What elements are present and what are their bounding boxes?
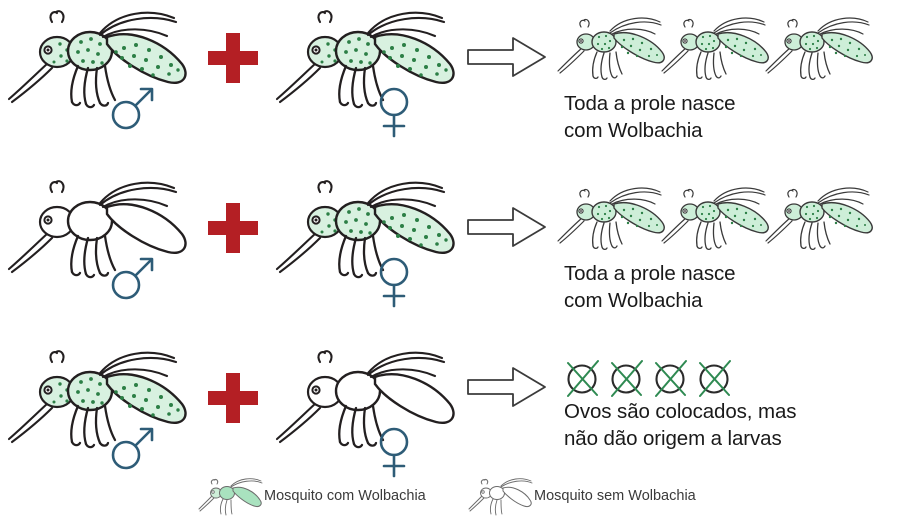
mosquito-illustration	[7, 10, 187, 109]
arrow-right-icon	[467, 37, 546, 77]
plus-sign-row-1	[205, 30, 261, 86]
parent-female-row-2	[272, 176, 472, 281]
caption-line-1: Toda a prole nasce	[564, 262, 736, 285]
result-caption-row-3: Ovos são colocados, mas não dão origem a…	[564, 398, 797, 452]
offspring-mosquito	[765, 187, 873, 251]
result-arrow-row-1	[466, 36, 548, 78]
offspring-mosquitoes	[557, 17, 873, 81]
male-symbol-icon	[111, 257, 154, 300]
offspring-group-row-2	[556, 184, 873, 256]
sex-symbol-female-row-2	[374, 256, 414, 310]
result-arrow-row-3	[466, 366, 548, 408]
plus-sign-row-3	[205, 370, 261, 426]
parent-male-row-1	[4, 6, 204, 111]
female-symbol-icon	[379, 257, 409, 308]
mosquito-with-wolbachia-icon	[198, 478, 263, 516]
offspring-mosquito	[661, 17, 769, 81]
legend-item-without-wolbachia: Mosquito sem Wolbachia	[468, 476, 696, 516]
cross-row-3: Ovos são colocados, mas não dão origem a…	[0, 340, 900, 518]
offspring-mosquitoes	[557, 187, 873, 251]
sex-symbol-female-row-1	[374, 86, 414, 140]
cross-row-2: Toda a prole nasce com Wolbachia	[0, 170, 900, 340]
mosquito-without-wolbachia-icon	[468, 478, 533, 516]
plus-icon	[208, 373, 258, 423]
mosquito-illustration	[275, 10, 455, 109]
mosquito-illustration	[275, 350, 455, 449]
legend: Mosquito com Wolbachia M	[0, 476, 900, 518]
offspring-group-row-1	[556, 14, 873, 86]
mosquito-illustration	[275, 180, 455, 279]
arrow-right-icon	[467, 367, 546, 407]
sex-symbol-female-row-3	[374, 426, 414, 480]
crossed-egg	[611, 360, 643, 397]
crossed-egg	[655, 360, 687, 397]
plus-icon	[208, 33, 258, 83]
crossed-egg	[699, 360, 731, 397]
legend-item-with-wolbachia: Mosquito com Wolbachia	[198, 476, 426, 516]
caption-line-1: Ovos são colocados, mas	[564, 400, 797, 423]
nonviable-eggs-group	[566, 358, 746, 402]
female-symbol-icon	[379, 427, 409, 478]
male-symbol-icon	[111, 87, 154, 130]
crossed-eggs	[567, 360, 731, 397]
caption-line-2: não dão origem a larvas	[564, 427, 782, 450]
offspring-mosquito	[557, 187, 665, 251]
caption-line-2: com Wolbachia	[564, 289, 703, 312]
parent-female-row-3	[272, 346, 472, 451]
crossed-egg	[567, 360, 599, 397]
legend-label: Mosquito sem Wolbachia	[534, 488, 696, 504]
sex-symbol-male-row-3	[108, 424, 160, 474]
result-arrow-row-2	[466, 206, 548, 248]
plus-sign-row-2	[205, 200, 261, 256]
caption-line-1: Toda a prole nasce	[564, 92, 736, 115]
arrow-right-icon	[467, 207, 546, 247]
result-caption-row-1: Toda a prole nasce com Wolbachia	[564, 90, 736, 144]
plus-icon	[208, 203, 258, 253]
sex-symbol-male-row-1	[108, 84, 160, 134]
legend-label: Mosquito com Wolbachia	[264, 488, 426, 504]
sex-symbol-male-row-2	[108, 254, 160, 304]
parent-female-row-1	[272, 6, 472, 111]
offspring-mosquito	[661, 187, 769, 251]
mosquito-illustration	[7, 350, 187, 449]
parent-male-row-3	[4, 346, 204, 451]
caption-line-2: com Wolbachia	[564, 119, 703, 142]
offspring-mosquito	[557, 17, 665, 81]
mosquito-illustration	[7, 180, 187, 279]
female-symbol-icon	[379, 87, 409, 138]
offspring-mosquito	[765, 17, 873, 81]
cross-row-1: Toda a prole nasce com Wolbachia	[0, 0, 900, 170]
result-caption-row-2: Toda a prole nasce com Wolbachia	[564, 260, 736, 314]
parent-male-row-2	[4, 176, 204, 281]
male-symbol-icon	[111, 427, 154, 470]
